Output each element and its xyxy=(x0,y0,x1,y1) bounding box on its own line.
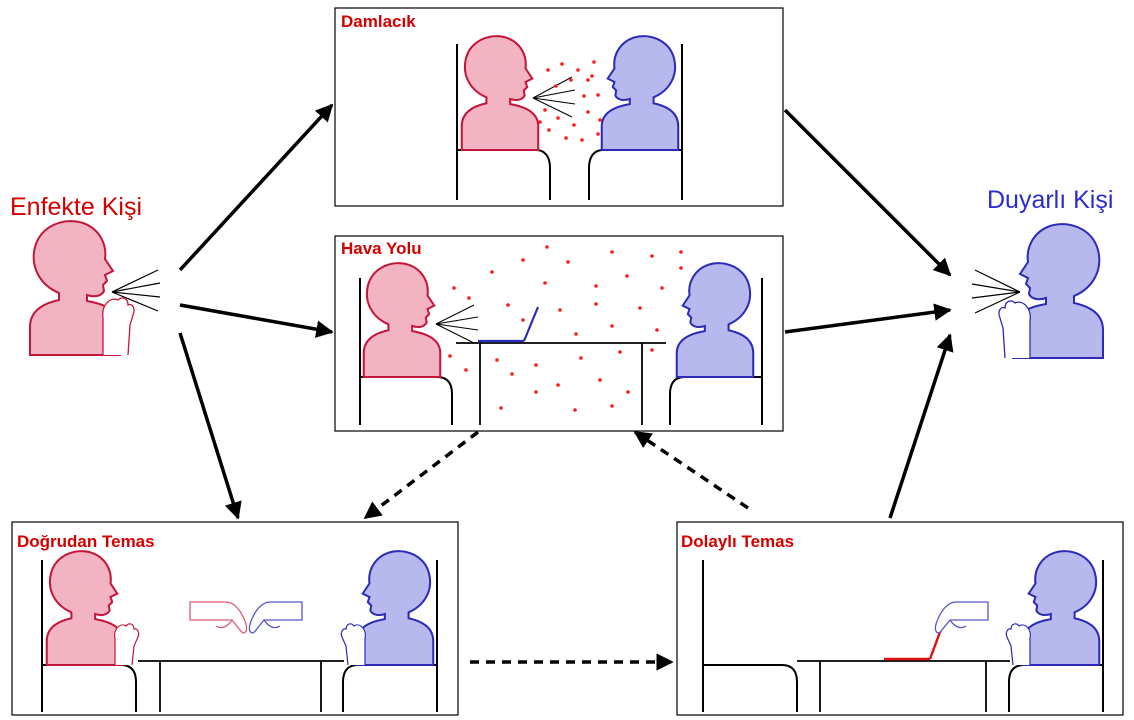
arrow-infected-to-direct xyxy=(178,332,242,520)
panel-airborne-title: Hava Yolu xyxy=(341,239,422,258)
table-icon xyxy=(797,660,1010,712)
chair-icon xyxy=(702,560,1104,712)
arrow-airborne-to-susceptible xyxy=(784,303,952,334)
hand-icon xyxy=(340,623,366,666)
hand-icon xyxy=(102,297,135,356)
hand-icon xyxy=(114,623,140,666)
laptop-icon xyxy=(478,306,540,343)
table-icon xyxy=(138,660,344,712)
arrow-airborne-to-direct xyxy=(363,430,480,520)
arrow-droplet-to-susceptible xyxy=(783,108,952,277)
susceptible-person xyxy=(971,223,1104,359)
hand-icon xyxy=(998,300,1031,359)
droplet-icon xyxy=(538,60,602,142)
arrow-infected-to-airborne xyxy=(179,303,334,338)
sneeze-lines xyxy=(435,304,479,344)
susceptible-person-label: Duyarlı Kişi xyxy=(987,186,1114,214)
hand-icon xyxy=(1005,623,1031,666)
hand-icon xyxy=(934,601,989,634)
hand-icon xyxy=(248,601,303,634)
arrows xyxy=(178,103,954,671)
infected-person xyxy=(29,220,161,356)
panel-indirect xyxy=(676,521,1124,716)
inhale-lines xyxy=(971,269,1021,314)
sneeze-lines xyxy=(111,269,161,312)
arrow-indirect-to-airborne xyxy=(633,430,749,510)
panel-indirect-title: Dolaylı Temas xyxy=(681,532,795,551)
droplet-icon xyxy=(448,245,683,412)
panel-airborne xyxy=(334,235,784,432)
hand-icon xyxy=(189,601,248,634)
arrow-indirect-to-susceptible xyxy=(888,333,954,519)
arrow-infected-to-droplet xyxy=(178,103,334,272)
panel-droplet xyxy=(334,7,784,207)
table-icon xyxy=(456,342,666,425)
infected-person-label: Enfekte Kişi xyxy=(10,193,143,221)
panel-direct xyxy=(11,521,459,716)
panel-direct-title: Doğrudan Temas xyxy=(17,532,155,551)
panel-droplet-title: Damlacık xyxy=(341,12,416,31)
sneeze-lines xyxy=(532,76,576,118)
